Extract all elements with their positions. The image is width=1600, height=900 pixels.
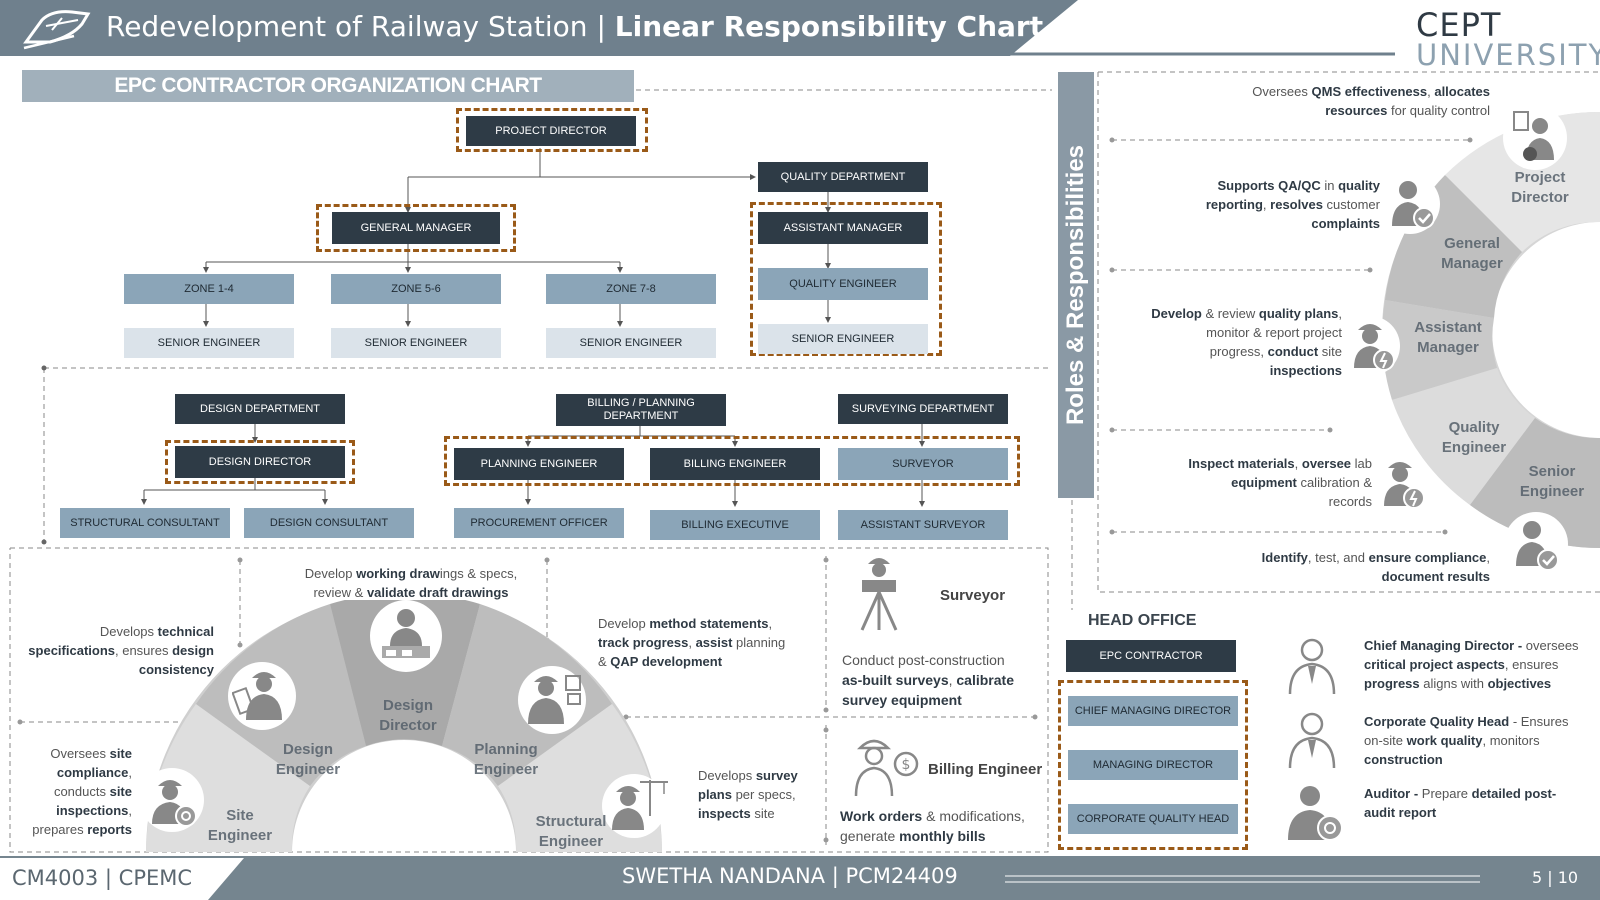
highlight-frame-project-director	[456, 108, 648, 152]
highlight-frame-head-office	[1058, 680, 1248, 850]
box-zone-1-4-senior-engineer: SENIOR ENGINEER	[124, 328, 294, 358]
desc-design-engineer: Develops technical specifications, ensur…	[28, 624, 214, 677]
roles-banner-text: Roles & Responsibilities	[1062, 144, 1089, 426]
billing-dept-line2: DEPARTMENT	[603, 410, 679, 422]
role-auditor: Auditor - Prepare detailed post- audit r…	[1364, 786, 1557, 820]
quality-engineer-icon	[1384, 462, 1425, 509]
wheel-label-general-manager: General Manager	[1441, 235, 1503, 272]
desc-site-engineer: Oversees site compliance, conducts site …	[32, 746, 132, 837]
box-quality-department: QUALITY DEPARTMENT	[758, 162, 928, 192]
arc-label-site-engineer: Site Engineer	[207, 807, 273, 844]
page-title: Redevelopment of Railway Station | Linea…	[106, 10, 1043, 43]
arc-label-design-director: Design Director	[379, 697, 437, 734]
site-engineer-icon	[152, 780, 197, 827]
wheel-label-assistant-manager: Assistant Manager	[1414, 319, 1482, 356]
arc-label-structural-engineer: Structural Engineer	[535, 813, 607, 850]
desc-structural-engineer: Develops survey plans per specs, inspect…	[698, 768, 798, 821]
box-corporate-quality-head: CORPORATE QUALITY HEAD	[1068, 804, 1238, 834]
box-surveying-department: SURVEYING DEPARTMENT	[838, 394, 1008, 424]
title-regular: Redevelopment of Railway Station |	[106, 10, 615, 43]
senior-engineer-icon	[1516, 521, 1559, 571]
surveyor-icon	[860, 558, 898, 631]
desc-design-director: Develop working drawings & specs, review…	[304, 566, 518, 600]
design-engineer-icon	[232, 672, 282, 720]
arc-label-design-engineer: Design Engineer	[275, 741, 341, 778]
box-assistant-surveyor: ASSISTANT SURVEYOR	[838, 510, 1008, 540]
box-zone-7-8-senior-engineer: SENIOR ENGINEER	[546, 328, 716, 358]
billing-title: Billing Engineer	[928, 761, 1043, 778]
assistant-manager-icon	[1354, 324, 1395, 371]
box-design-director: DESIGN DIRECTOR	[175, 446, 345, 478]
structural-engineer-icon	[612, 780, 668, 830]
role-corporate-quality-head: Corporate Quality Head - Ensures on-site…	[1364, 714, 1569, 767]
box-zone-7-8: ZONE 7-8	[546, 274, 716, 304]
wheel-label-project-director: Project Director	[1511, 169, 1569, 206]
highlight-frame-quality	[750, 202, 942, 356]
box-structural-consultant: STRUCTURAL CONSULTANT	[60, 508, 230, 538]
box-design-department: DESIGN DEPARTMENT	[175, 394, 345, 424]
svg-text:$: $	[902, 757, 911, 773]
roles-banner: Roles & Responsibilities	[1058, 72, 1094, 498]
box-general-manager: GENERAL MANAGER	[332, 212, 500, 244]
box-chief-managing-director: CHIEF MANAGING DIRECTOR	[1068, 696, 1238, 726]
box-billing-engineer: BILLING ENGINEER	[650, 448, 820, 480]
wheel-label-quality-engineer: Quality Engineer	[1441, 419, 1507, 456]
design-director-icon	[382, 609, 430, 658]
planning-engineer-icon	[528, 675, 581, 724]
desc-senior-engineer: Identify, test, and ensure compliance, d…	[1261, 550, 1490, 584]
header-band	[0, 0, 1395, 56]
general-manager-icon	[1392, 181, 1435, 229]
billing-dept-line1: BILLING / PLANNING	[587, 397, 695, 409]
surveyor-desc: Conduct post-construction as-built surve…	[842, 652, 1014, 708]
box-surveyor: SURVEYOR	[838, 448, 1008, 480]
box-assistant-manager: ASSISTANT MANAGER	[758, 212, 928, 244]
highlight-frame-general-manager	[316, 204, 516, 252]
box-managing-director: MANAGING DIRECTOR	[1068, 750, 1238, 780]
desc-general-manager: Supports QA/QC in quality reporting, res…	[1205, 178, 1380, 231]
box-zone-1-4: ZONE 1-4	[124, 274, 294, 304]
auditor-icon	[1288, 786, 1343, 841]
project-director-icon	[1513, 111, 1554, 161]
corporate-quality-head-icon	[1288, 712, 1336, 769]
box-zone-5-6: ZONE 5-6	[331, 274, 501, 304]
desc-project-director: Oversees QMS effectiveness, allocates re…	[1252, 84, 1490, 118]
role-chief-managing-director: Chief Managing Director - oversees criti…	[1364, 638, 1579, 691]
box-billing-planning-department: BILLING / PLANNING DEPARTMENT	[556, 394, 726, 426]
highlight-frame-design-director	[165, 440, 355, 484]
desc-assistant-manager: Develop & review quality plans, monitor …	[1151, 306, 1342, 378]
billing-desc: Work orders & modifications, generate mo…	[840, 808, 1025, 844]
surveyor-title: Surveyor	[940, 587, 1006, 604]
box-procurement-officer: PROCUREMENT OFFICER	[454, 508, 624, 538]
box-epc-contractor: EPC CONTRACTOR	[1066, 640, 1236, 672]
head-office-title: HEAD OFFICE	[1088, 612, 1197, 629]
org-chart-title: EPC CONTRACTOR ORGANIZATION CHART	[22, 70, 634, 102]
footer-page: 5 | 10	[1532, 868, 1579, 887]
billing-engineer-icon: $	[854, 739, 919, 797]
arc-label-planning-engineer: Planning Engineer	[473, 741, 539, 778]
highlight-frame-engineers	[444, 436, 1020, 486]
wheel-label-senior-engineer: Senior Engineer	[1519, 463, 1585, 500]
box-quality-engineer: QUALITY ENGINEER	[758, 268, 928, 300]
logo-line-2: UNIVERSITY	[1416, 38, 1600, 72]
box-project-director: PROJECT DIRECTOR	[466, 116, 636, 146]
desc-planning-engineer: Develop method statements, track progres…	[598, 616, 786, 669]
logo-line-1: CEPT	[1416, 6, 1502, 44]
box-billing-executive: BILLING EXECUTIVE	[650, 510, 820, 540]
box-planning-engineer: PLANNING ENGINEER	[454, 448, 624, 480]
footer-course: CM4003 | CPEMC	[12, 866, 193, 890]
box-zone-5-6-senior-engineer: SENIOR ENGINEER	[331, 328, 501, 358]
chief-managing-director-icon	[1288, 638, 1336, 695]
footer-band	[0, 856, 1600, 900]
title-bold: Linear Responsibility Chart	[614, 10, 1044, 43]
train-logo-icon	[23, 10, 91, 50]
footer-author: SWETHA NANDANA | PCM24409	[622, 864, 958, 888]
desc-quality-engineer: Inspect materials, oversee lab equipment…	[1188, 456, 1372, 509]
box-quality-senior-engineer: SENIOR ENGINEER	[758, 324, 928, 354]
box-design-consultant: DESIGN CONSULTANT	[244, 508, 414, 538]
